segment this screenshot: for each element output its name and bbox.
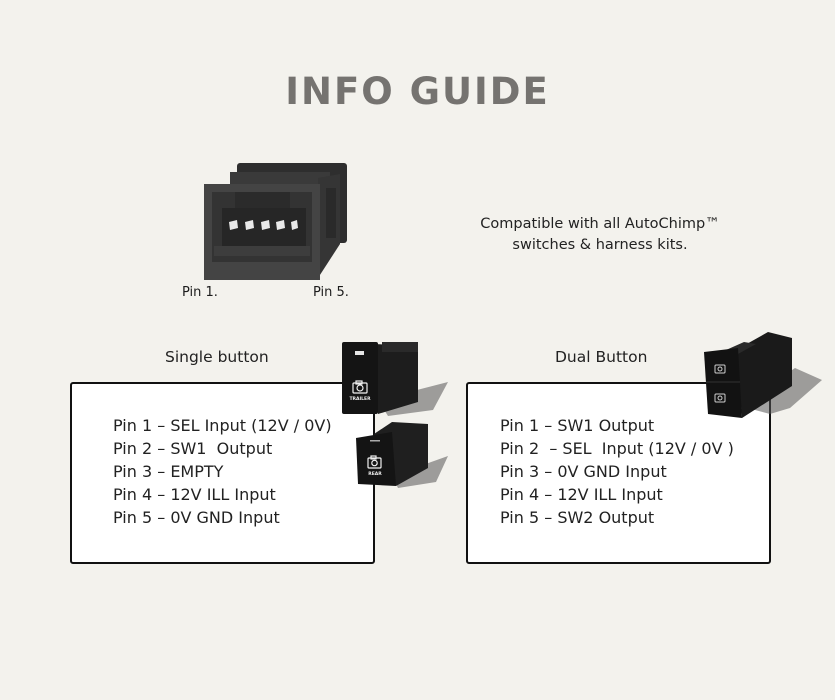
compatibility-line-1: Compatible with all AutoChimp™ — [480, 216, 720, 232]
camera-icon — [367, 455, 382, 469]
dual-button-pin-list: Pin 1 – SW1 Output Pin 2 – SEL Input (12… — [500, 414, 734, 529]
camera-icon — [714, 393, 726, 403]
indicator-led — [355, 351, 364, 355]
connector-illustration — [204, 163, 347, 280]
pin-4 — [276, 220, 285, 230]
compatibility-line-2: switches & harness kits. — [512, 237, 688, 253]
compatibility-note: Compatible with all AutoChimp™ switches … — [460, 214, 740, 256]
pin-row: Pin 2 – SW1 Output — [113, 439, 273, 458]
pin-2 — [245, 220, 254, 230]
pin-1-label: Pin 1. — [182, 285, 218, 300]
pin-5 — [291, 220, 298, 230]
switch-body — [374, 344, 418, 414]
camera-icon — [714, 364, 726, 374]
rear-switch-illustration: REAR — [356, 422, 448, 488]
pin-5-label: Pin 5. — [313, 285, 349, 300]
single-button-pin-list: Pin 1 – SEL Input (12V / 0V) Pin 2 – SW1… — [113, 414, 332, 529]
switch-face — [342, 342, 378, 414]
trailer-switch-illustration: TRAILER — [342, 342, 448, 416]
dual-button-heading: Dual Button — [555, 348, 648, 366]
pin-3 — [261, 220, 270, 230]
pin-row: Pin 4 – 12V ILL Input — [500, 485, 663, 504]
pin-1 — [229, 220, 238, 230]
pin-row: Pin 4 – 12V ILL Input — [113, 485, 276, 504]
switch-face — [704, 348, 742, 418]
pin-row: Pin 1 – SW1 Output — [500, 416, 655, 435]
pin-row: Pin 5 – 0V GND Input — [113, 508, 280, 527]
switch-body — [736, 332, 792, 418]
switch-label-rear: REAR — [368, 471, 382, 477]
camera-icon — [352, 380, 368, 394]
connector-pins — [229, 220, 298, 230]
pin-row: Pin 3 – 0V GND Input — [500, 462, 667, 481]
pin-row: Pin 2 – SEL Input (12V / 0V ) — [500, 439, 734, 458]
pin-row: Pin 1 – SEL Input (12V / 0V) — [113, 416, 332, 435]
single-button-heading: Single button — [165, 348, 269, 366]
pin-row: Pin 3 – EMPTY — [113, 462, 224, 481]
switch-label-trailer: TRAILER — [349, 396, 371, 402]
pin-row: Pin 5 – SW2 Output — [500, 508, 655, 527]
page-title: INFO GUIDE — [285, 70, 550, 113]
dual-switch-illustration — [704, 332, 822, 418]
